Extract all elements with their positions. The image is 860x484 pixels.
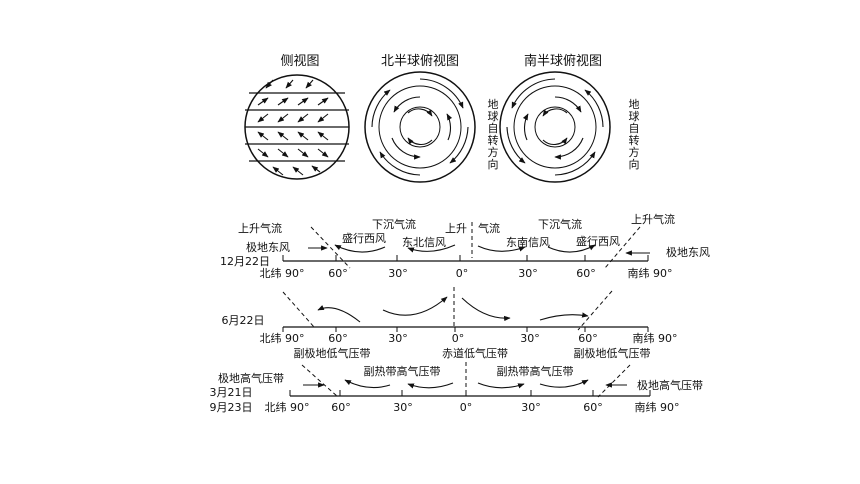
rotation-char: 球 xyxy=(488,109,499,123)
label-sink-north: 下沉气流 xyxy=(372,217,416,231)
date-mar21: 3月21日 xyxy=(210,386,253,399)
label-ne-trade: 东北信风 xyxy=(402,236,446,249)
label-equatorial-low: 赤道低气压带 xyxy=(442,346,508,360)
tick-label: 北纬 90° xyxy=(265,401,310,414)
tick-label: 0° xyxy=(452,332,465,345)
tick-label: 30° xyxy=(518,267,538,280)
south-view-title: 南半球俯视图 xyxy=(524,53,602,69)
label-polar-easterly-north: 极地东风 xyxy=(246,240,290,254)
label-westerlies-south: 盛行西风 xyxy=(576,234,620,248)
rotation-direction-label-south: 地 球 自 转 方 向 xyxy=(629,98,640,171)
label-rise-south: 上升气流 xyxy=(631,212,675,226)
rotation-char: 转 xyxy=(629,133,640,147)
date-dec22: 12月22日 xyxy=(220,255,270,268)
label-subtropical-high-south: 副热带高气压带 xyxy=(497,364,574,378)
label-subpolar-low-south: 副极地低气压带 xyxy=(574,346,651,360)
rotation-char: 地 xyxy=(488,98,499,111)
label-polar-high-north: 极地高气压带 xyxy=(218,371,284,385)
section-dec22: 上升气流 极地东风 下沉气流 盛行西风 东北信风 上升 气流 东南信风 下沉气流… xyxy=(220,212,710,280)
tick-label: 60° xyxy=(328,267,348,280)
rotation-char: 地 xyxy=(629,98,640,111)
label-polar-high-south: 极地高气压带 xyxy=(637,378,703,392)
label-rise-eq-b: 气流 xyxy=(478,221,500,235)
tick-label: 北纬 90° xyxy=(260,267,305,280)
tick-label: 30° xyxy=(388,332,408,345)
south-view-globe xyxy=(499,71,611,183)
date-sep23: 9月23日 xyxy=(210,401,253,414)
rotation-char: 方 xyxy=(629,145,640,159)
tick-label: 60° xyxy=(328,332,348,345)
section-equinox: 副极地低气压带 极地高气压带 副热带高气压带 赤道低气压带 副热带高气压带 副极… xyxy=(210,346,704,414)
north-view-title: 北半球俯视图 xyxy=(381,53,459,69)
label-se-trade: 东南信风 xyxy=(506,236,550,249)
tick-label: 60° xyxy=(583,401,603,414)
tick-label: 南纬 90° xyxy=(635,401,680,414)
label-rise-eq-a: 上升 xyxy=(445,222,467,235)
rotation-char: 自 xyxy=(488,122,499,135)
side-view-title: 侧视图 xyxy=(280,54,319,69)
rotation-char: 球 xyxy=(629,109,640,123)
label-rise-north: 上升气流 xyxy=(238,221,282,235)
rotation-char: 转 xyxy=(488,133,499,147)
north-view-globe xyxy=(364,71,476,183)
tick-label: 60° xyxy=(578,332,598,345)
rotation-char: 方 xyxy=(488,145,499,159)
section-jun22: 6月22日 北纬 90° 60° 30° 0° 30° 60° 南纬 90° xyxy=(222,287,678,345)
tick-label: 南纬 90° xyxy=(628,267,673,280)
date-jun22: 6月22日 xyxy=(222,314,265,327)
label-westerlies-north: 盛行西风 xyxy=(342,231,386,245)
tick-label: 北纬 90° xyxy=(260,332,305,345)
label-polar-easterly-south: 极地东风 xyxy=(666,245,710,259)
rotation-char: 向 xyxy=(488,157,499,171)
tick-label: 60° xyxy=(576,267,596,280)
rotation-direction-label-north: 地 球 自 转 方 向 xyxy=(488,98,499,171)
tick-label: 30° xyxy=(388,267,408,280)
side-view-globe xyxy=(244,74,350,180)
rotation-char: 向 xyxy=(629,157,640,171)
tick-label: 30° xyxy=(520,332,540,345)
tick-label: 0° xyxy=(460,401,473,414)
tick-label: 0° xyxy=(456,267,469,280)
tick-label: 南纬 90° xyxy=(633,332,678,345)
label-sink-south: 下沉气流 xyxy=(538,217,582,231)
tick-label: 30° xyxy=(521,401,541,414)
label-subtropical-high-north: 副热带高气压带 xyxy=(364,364,441,378)
tick-label: 60° xyxy=(331,401,351,414)
tick-label: 30° xyxy=(393,401,413,414)
label-subpolar-low-north: 副极地低气压带 xyxy=(294,346,371,360)
rotation-char: 自 xyxy=(629,122,640,135)
